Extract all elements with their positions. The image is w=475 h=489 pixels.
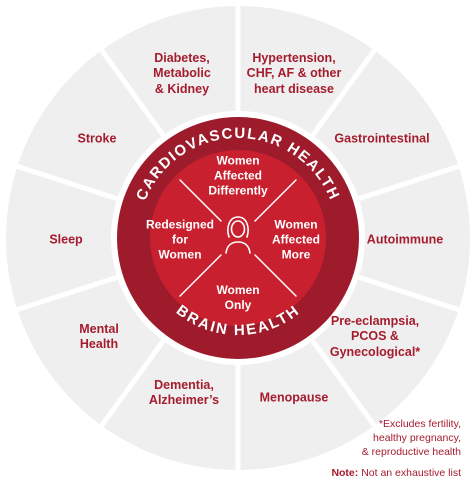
- segment-sleep: Sleep: [49, 232, 83, 247]
- segment-gastrointestinal: Gastrointestinal: [334, 131, 430, 146]
- segment-divider: [12, 162, 125, 204]
- segment-divider: [97, 45, 170, 143]
- segment-divider: [97, 333, 170, 431]
- woman-icon: [225, 216, 251, 254]
- segment-diabetes: Diabetes,Metabolic& Kidney: [153, 51, 211, 96]
- center-quadrant-lines: [179, 179, 297, 297]
- segment-stroke: Stroke: [77, 131, 117, 146]
- segment-divider: [12, 272, 125, 314]
- segment-divider: [306, 45, 379, 143]
- segment-divider: [351, 162, 464, 204]
- segment-autoimmune: Autoimmune: [366, 232, 444, 247]
- segment-divider: [351, 272, 464, 314]
- footnote: *Excludes fertility,healthy pregnancy,& …: [361, 418, 461, 459]
- segment-menopause: Menopause: [259, 390, 329, 405]
- note-text: Not an exhaustive list: [358, 467, 461, 479]
- segment-dementia: Dementia,Alzheimer’s: [148, 377, 220, 407]
- note-label: Note:: [331, 467, 359, 479]
- note: Note: Not an exhaustive list: [331, 466, 461, 480]
- segment-divider: [306, 333, 379, 431]
- segment-dividers: [12, 2, 464, 474]
- segment-pre-eclampsia: Pre-eclampsia,PCOS &Gynecological*: [329, 314, 421, 359]
